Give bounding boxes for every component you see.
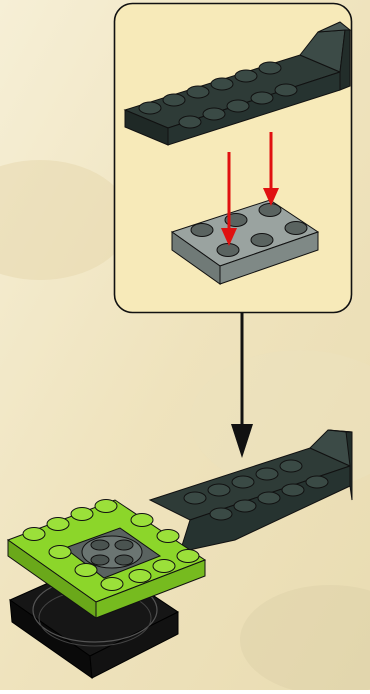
connector-arrow (231, 313, 253, 458)
dark-gray-slope-assembly (150, 430, 352, 552)
